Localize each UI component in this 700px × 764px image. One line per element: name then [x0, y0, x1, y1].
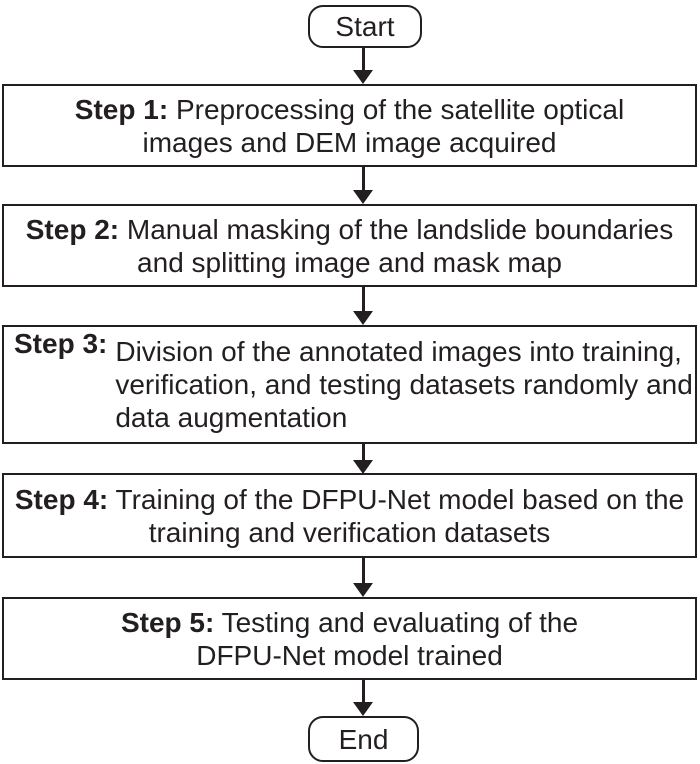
step-5-box: Step 5: Testing and evaluating of the DF…: [2, 597, 697, 680]
step-4-line-1: Step 4: Training of the DFPU-Net model b…: [4, 483, 695, 516]
arrow-line: [361, 444, 365, 460]
arrow-head: [353, 583, 373, 597]
arrow-head: [353, 460, 373, 474]
arrow-line: [361, 287, 365, 311]
arrow-step1-to-step2: [352, 167, 374, 204]
step-3-label: Step 3:: [14, 328, 108, 359]
end-label: End: [338, 723, 389, 755]
end-node: End: [308, 716, 419, 762]
step-1-label: Step 1:: [74, 93, 169, 125]
step-5-text: Testing and evaluating of the: [221, 606, 579, 638]
step-3-line-2: verification, and testing datasets rando…: [115, 369, 693, 400]
arrow-step4-to-step5: [352, 558, 374, 597]
arrow-line: [361, 167, 365, 190]
step-4-box: Step 4: Training of the DFPU-Net model b…: [2, 473, 697, 558]
arrow-line: [361, 47, 365, 70]
step-2-text: Manual masking of the landslide boundari…: [126, 213, 674, 245]
arrow-step3-to-step4: [352, 444, 374, 474]
step-3-line-3: data augmentation: [115, 402, 348, 433]
step-4-line-2: training and verification datasets: [148, 516, 551, 548]
step-1-line-2: images and DEM image acquired: [142, 126, 557, 158]
step-2-line-2: and splitting image and mask map: [137, 246, 562, 278]
arrow-head: [353, 190, 373, 204]
step-3-box: Step 3: Division of the annotated images…: [2, 325, 697, 444]
step-1-text: Preprocessing of the satellite optical: [175, 93, 625, 125]
step-1-box: Step 1: Preprocessing of the satellite o…: [2, 84, 697, 167]
arrow-step2-to-step3: [352, 287, 374, 325]
arrow-line: [361, 680, 365, 702]
step-3-line-1: Division of the annotated images into tr…: [115, 336, 682, 367]
step-2-label: Step 2:: [25, 213, 120, 245]
step-4-text: Training of the DFPU-Net model based on …: [115, 483, 685, 515]
step-3-text: Division of the annotated images into tr…: [115, 335, 692, 434]
arrow-head: [353, 70, 373, 84]
step-5-line-2: DFPU-Net model trained: [196, 639, 503, 671]
arrow-step5-to-end: [352, 680, 374, 716]
step-5-label: Step 5:: [120, 606, 215, 638]
step-2-box: Step 2: Manual masking of the landslide …: [2, 204, 697, 287]
arrow-start-to-step1: [352, 47, 374, 84]
arrow-head: [353, 702, 373, 716]
start-node: Start: [308, 5, 422, 48]
arrow-head: [353, 311, 373, 325]
step-5-line-1: Step 5: Testing and evaluating of the: [4, 606, 695, 639]
step-2-line-1: Step 2: Manual masking of the landslide …: [4, 213, 695, 246]
step-4-label: Step 4:: [14, 483, 109, 515]
arrow-line: [361, 558, 365, 583]
step-1-line-1: Step 1: Preprocessing of the satellite o…: [4, 93, 695, 126]
start-label: Start: [335, 11, 395, 42]
